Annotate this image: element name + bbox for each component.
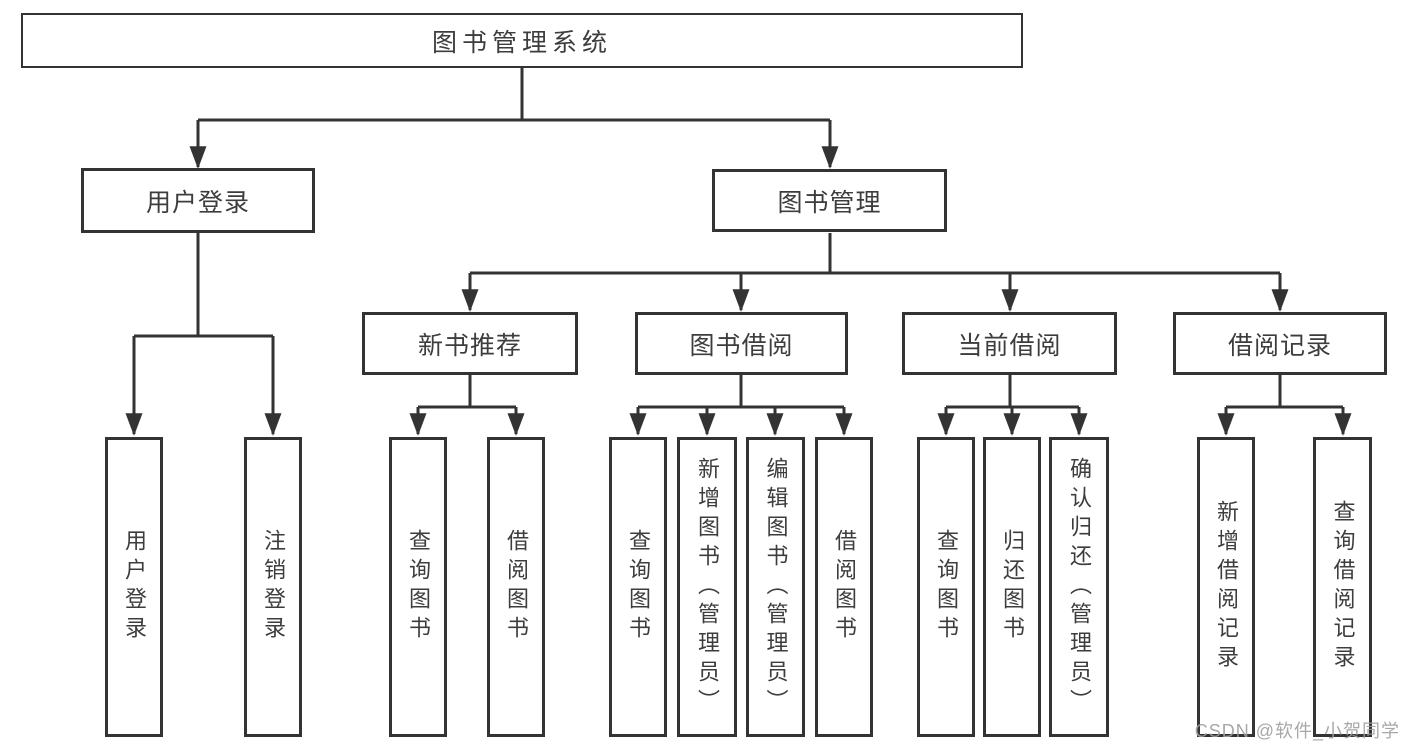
leaf-label: 编辑图书（管理员）	[763, 456, 789, 718]
leaf-label: 注销登录	[261, 529, 286, 645]
node-label: 图书管理系统	[431, 28, 612, 57]
node-label: 图书管理	[777, 188, 882, 217]
leaf-label: 查询图书	[934, 529, 959, 645]
arrow-drops	[125, 120, 1352, 436]
node-new-book-recommend: 新书推荐	[362, 312, 578, 375]
node-label: 当前借阅	[957, 331, 1062, 360]
leaf-return-books: 归还图书	[983, 437, 1041, 737]
node-borrow-records: 借阅记录	[1173, 312, 1387, 375]
node-user-login: 用户登录	[81, 168, 315, 233]
leaf-label: 查询图书	[406, 529, 431, 645]
node-label: 新书推荐	[417, 331, 522, 360]
leaf-label: 用户登录	[122, 529, 147, 645]
leaf-query-books-borrow: 查询图书	[609, 437, 667, 737]
leaf-logout: 注销登录	[244, 437, 302, 737]
leaf-label: 借阅图书	[832, 529, 857, 645]
leaf-label: 确认归还（管理员）	[1067, 456, 1092, 718]
node-label: 图书借阅	[689, 331, 794, 360]
leaf-label: 借阅图书	[504, 529, 529, 645]
node-label: 用户登录	[145, 188, 250, 217]
node-current-borrow: 当前借阅	[902, 312, 1117, 375]
leaf-label: 新增借阅记录	[1214, 500, 1239, 674]
leaf-add-borrow-record: 新增借阅记录	[1197, 437, 1255, 737]
leaf-label: 查询图书	[626, 529, 651, 645]
node-label: 借阅记录	[1227, 331, 1332, 360]
leaf-label: 归还图书	[1000, 529, 1025, 645]
leaf-confirm-return-admin: 确认归还（管理员）	[1049, 437, 1109, 737]
leaf-add-books-admin: 新增图书（管理员）	[677, 437, 737, 737]
leaf-label: 新增图书（管理员）	[695, 456, 720, 718]
leaf-user-login: 用户登录	[105, 437, 163, 737]
node-book-borrow: 图书借阅	[635, 312, 848, 375]
leaf-query-books-recommend: 查询图书	[389, 437, 447, 737]
leaf-edit-books-admin: 编辑图书（管理员）	[746, 437, 805, 737]
leaf-query-borrow-record: 查询借阅记录	[1313, 437, 1372, 737]
leaf-query-books-current: 查询图书	[917, 437, 975, 737]
node-book-management: 图书管理	[712, 169, 947, 232]
leaf-label: 查询借阅记录	[1330, 500, 1356, 674]
node-root-library-system: 图书管理系统	[21, 13, 1023, 68]
leaf-borrow-books-recommend: 借阅图书	[487, 437, 545, 737]
leaf-borrow-books: 借阅图书	[815, 437, 873, 737]
